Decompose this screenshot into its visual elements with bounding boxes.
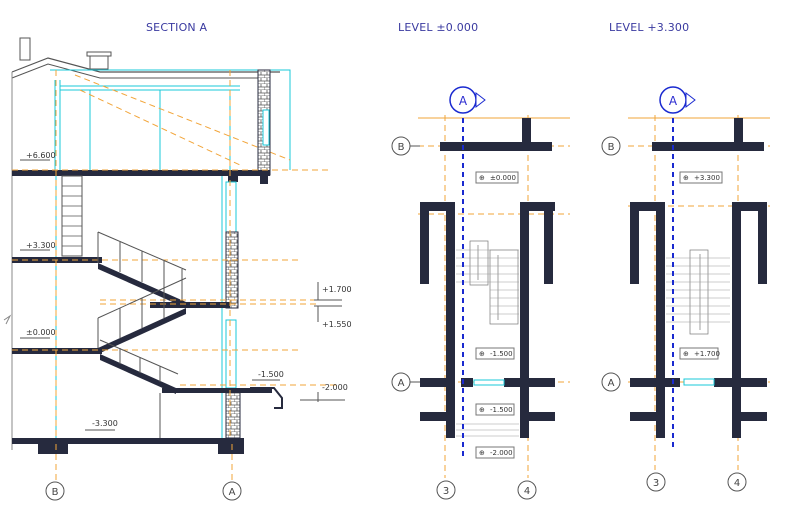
- mark-minus2000: -2.000: [322, 383, 348, 392]
- svg-text:⊕: ⊕: [479, 449, 485, 457]
- svg-text:⊕: ⊕: [683, 350, 689, 358]
- mark-minus3300: -3.300: [92, 419, 118, 428]
- plan1-tag-top: +3.300: [694, 174, 720, 182]
- plan1-axis-b: B: [608, 142, 615, 153]
- svg-text:⊕: ⊕: [479, 350, 485, 358]
- plan0-tag-top: ±0.000: [490, 174, 516, 182]
- mark-plus1700: +1.700: [322, 285, 352, 294]
- section-axis-b-label: B: [52, 487, 59, 498]
- plan1-tag-mid: +1.700: [694, 350, 720, 358]
- plan0-tag-mid: -1.500: [490, 350, 513, 358]
- section-axis-b: B: [45, 481, 65, 501]
- level-1-title: LEVEL +3.300: [609, 21, 689, 34]
- plan1-section-marker: A: [669, 94, 678, 108]
- plan1-axis-3: 3: [653, 478, 659, 489]
- mark-minus1500: -1.500: [258, 370, 284, 379]
- plan1-axis-a: A: [608, 378, 615, 389]
- plan0-tag-low: -1.500: [490, 406, 513, 414]
- mark-plus6600: +6.600: [26, 151, 56, 160]
- plan1-axis-4: 4: [734, 478, 740, 489]
- plan0-axis-4: 4: [524, 486, 530, 497]
- level-0-title: LEVEL ±0.000: [398, 21, 478, 34]
- plan-level-1: A +3.300 ⊕ +1.700 ⊕ B A 3 4: [601, 86, 770, 492]
- plan0-axis-b: B: [398, 142, 405, 153]
- svg-text:⊕: ⊕: [479, 174, 485, 182]
- plan0-tag-bottom: -2.000: [490, 449, 513, 457]
- svg-text:⊕: ⊕: [479, 406, 485, 414]
- section-a-title: SECTION A: [146, 21, 208, 34]
- plan-level-0: A ±0.000 ⊕ -1.500 ⊕ -1.500 ⊕ -2.000 ⊕ B …: [391, 86, 570, 500]
- section-axis-a-label: A: [229, 487, 236, 498]
- section-a-drawing: [3, 37, 345, 480]
- mark-plus3300: +3.300: [26, 241, 56, 250]
- mark-plus1550: +1.550: [322, 320, 352, 329]
- section-axis-a: A: [222, 481, 242, 501]
- mark-pm0000: ±0.000: [26, 328, 56, 337]
- svg-text:⊕: ⊕: [683, 174, 689, 182]
- plan0-axis-3: 3: [443, 486, 449, 497]
- plan0-section-marker: A: [459, 94, 468, 108]
- plan0-axis-a: A: [398, 378, 405, 389]
